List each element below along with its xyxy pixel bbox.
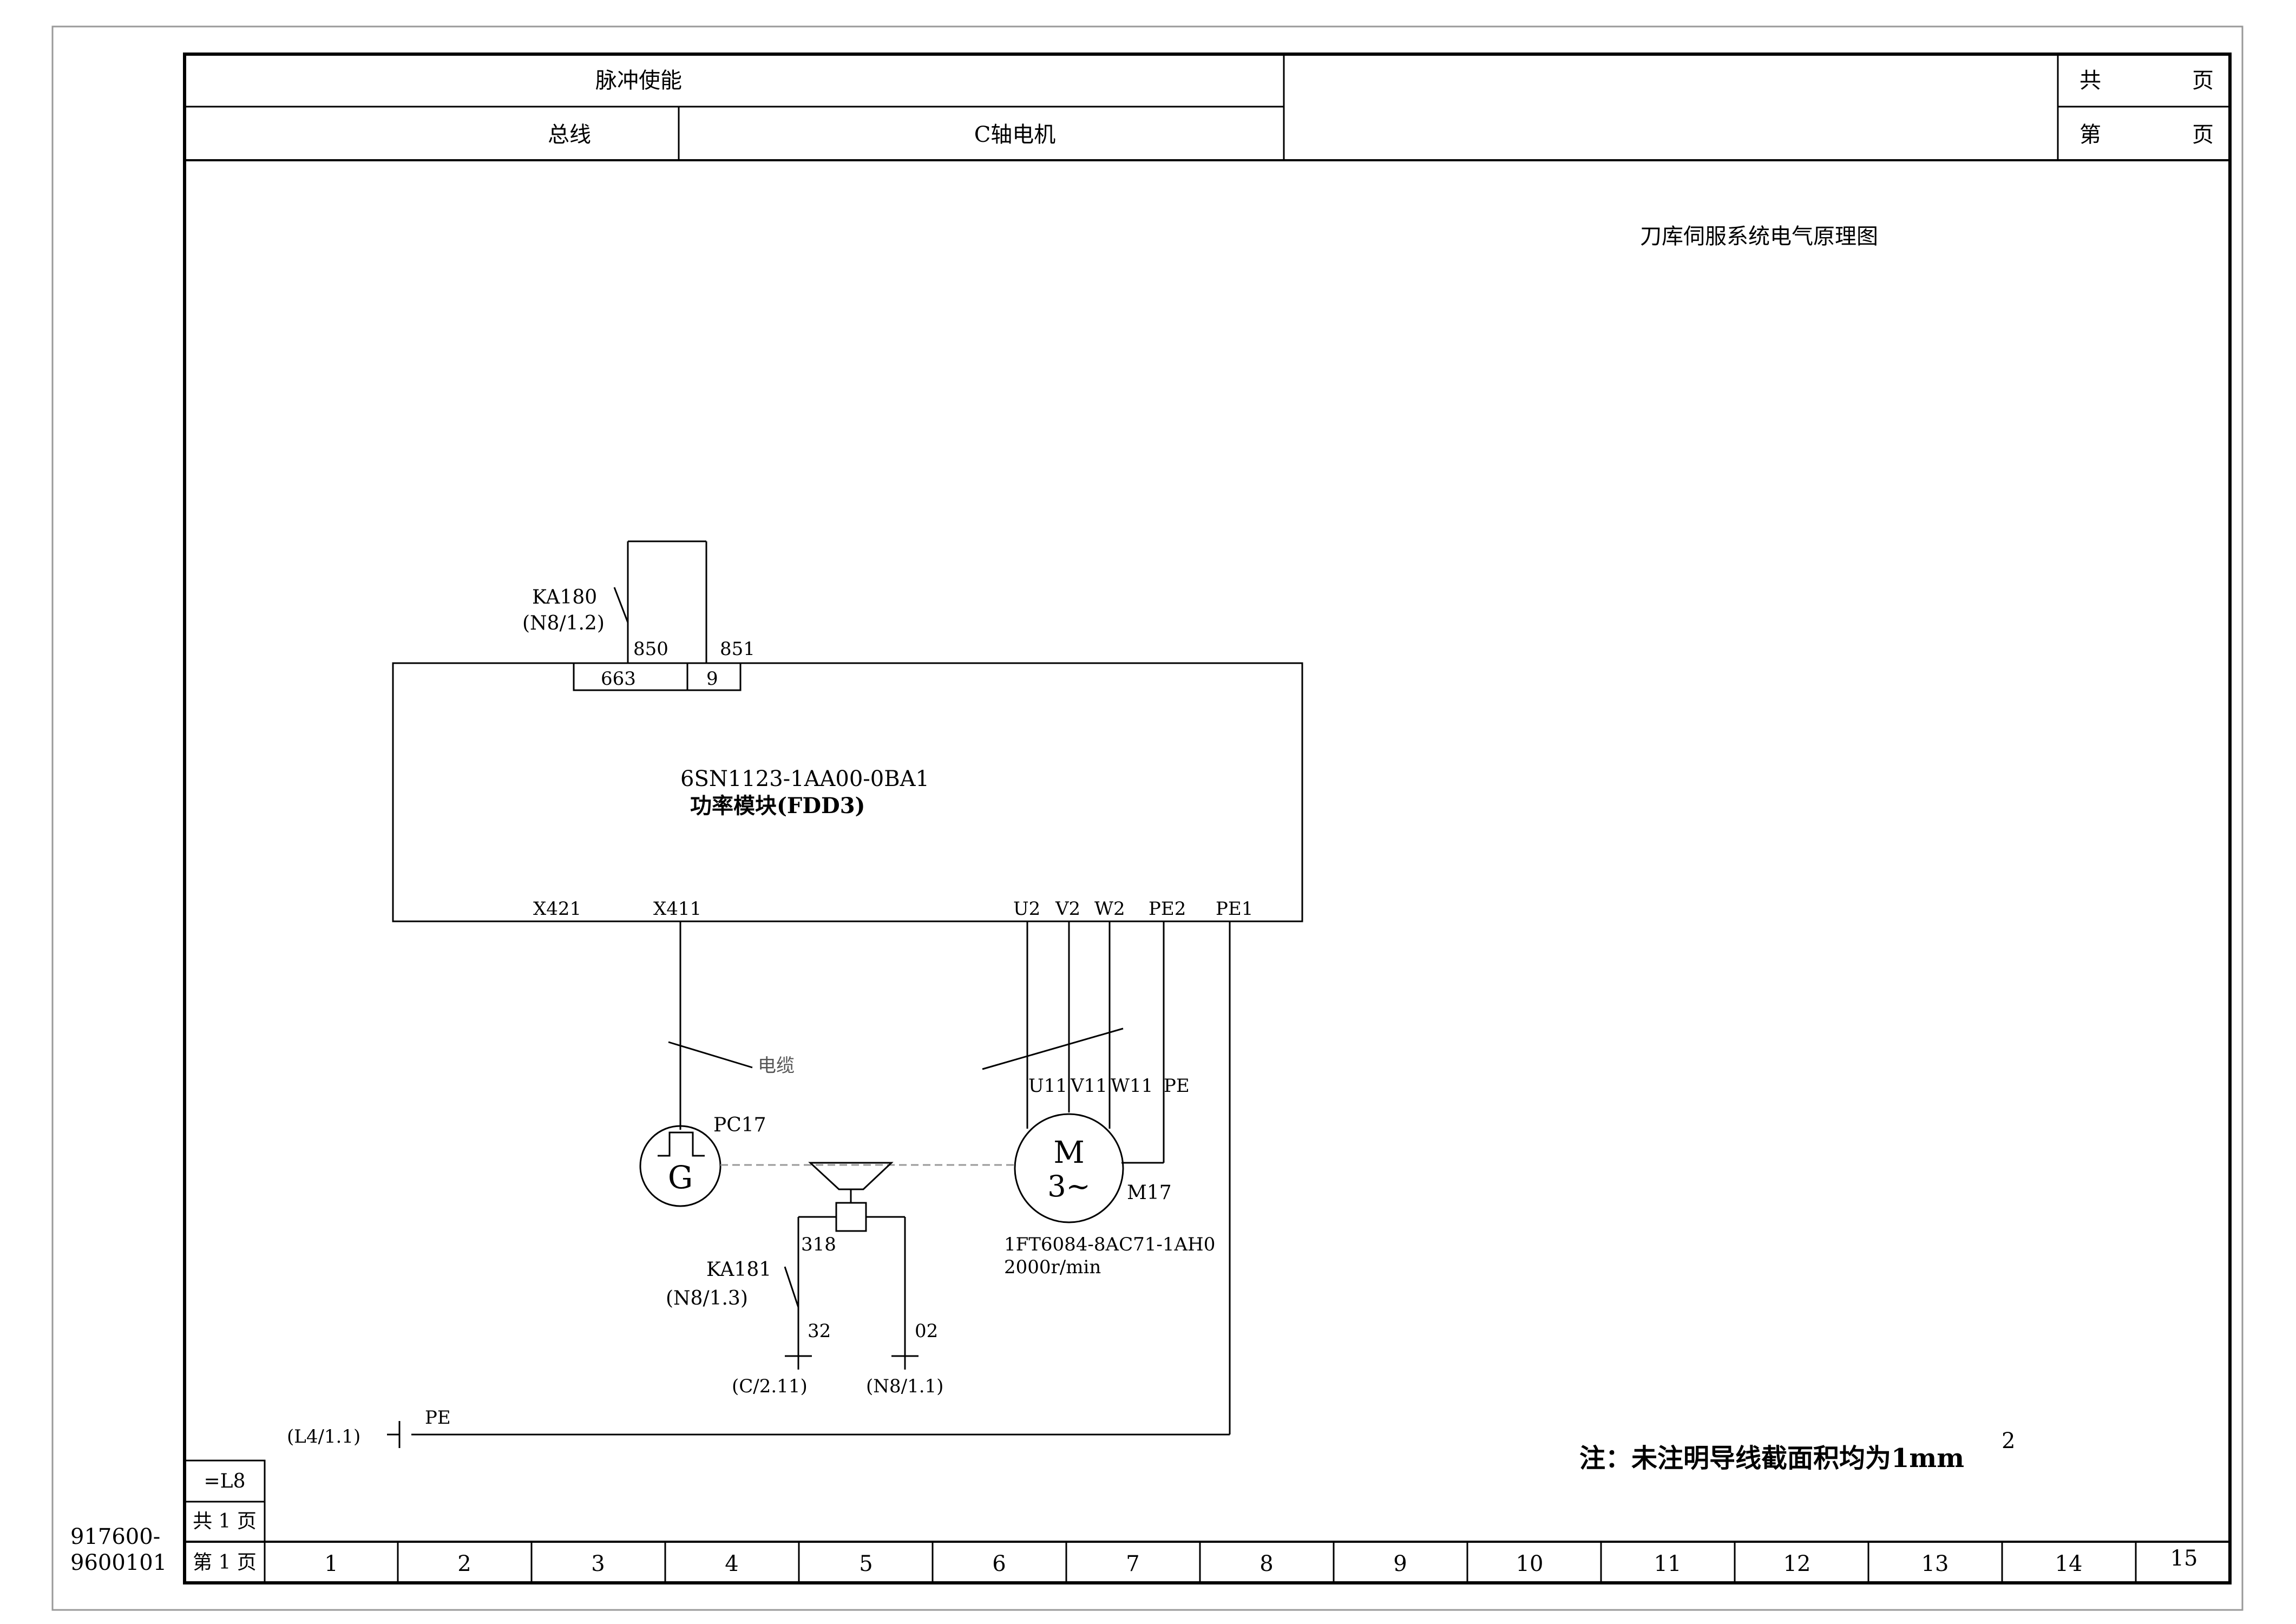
ka181-wiring	[784, 1260, 919, 1370]
column-number: 11	[1654, 1551, 1682, 1576]
ka180-contact-blade	[613, 587, 629, 623]
outer-frame	[51, 25, 2243, 1611]
drawing-title: 刀库伺服系统电气原理图	[1640, 224, 1878, 249]
column-number: 9	[1393, 1551, 1407, 1576]
drawing-number-line1: 917600-	[70, 1524, 160, 1549]
lead-pe: PE	[1164, 1075, 1190, 1097]
ka181-ref: (N8/1.3)	[666, 1287, 748, 1309]
cable-label: 电缆	[758, 1055, 795, 1077]
left-info-box	[183, 1459, 266, 1584]
column-number: 6	[992, 1551, 1006, 1576]
column-number: 4	[725, 1551, 738, 1576]
motor-symbol	[1014, 1113, 1124, 1223]
title-bus: 总线	[548, 122, 591, 147]
wire-851: 851	[720, 638, 755, 660]
motor-model: 1FT6084-8AC71-1AH0	[1004, 1234, 1215, 1255]
pe-terminal	[387, 1421, 401, 1448]
column-number: 3	[591, 1551, 605, 1576]
column-number: 2	[457, 1551, 471, 1576]
port-w2: W2	[1094, 898, 1125, 920]
port-x421: X421	[533, 898, 581, 920]
motor-name: M17	[1127, 1182, 1172, 1204]
encoder-name: PC17	[713, 1114, 766, 1136]
motor-speed: 2000r/min	[1004, 1256, 1101, 1278]
title-total-label: 共	[2079, 68, 2101, 93]
encoder-cable-slash	[668, 1041, 753, 1069]
port-x411: X411	[653, 898, 701, 920]
module-part-number: 6SN1123-1AA00-0BA1	[680, 767, 929, 791]
ka181-name: KA181	[706, 1259, 771, 1281]
lead-v11: V11	[1070, 1075, 1107, 1097]
ka181-contact-blade	[784, 1266, 799, 1308]
lead-w11: W11	[1111, 1075, 1153, 1097]
title-block	[185, 54, 2230, 161]
wire-850: 850	[633, 638, 668, 660]
wire-section-note: 注：未注明导线截面积均为1mm	[1579, 1443, 1964, 1474]
pe-label: PE	[425, 1407, 451, 1429]
drawing-number-line2: 9600101	[70, 1550, 167, 1575]
terminal-9: 9	[706, 668, 718, 690]
module-output-wiring	[411, 921, 1231, 1436]
power-module-box	[392, 662, 1303, 922]
pulse-icon	[658, 1131, 705, 1157]
ref-n8-1-1: (N8/1.1)	[866, 1376, 943, 1397]
terminal-663: 663	[601, 668, 636, 690]
column-number: 13	[1921, 1551, 1949, 1576]
motor-symbol-m: M	[1053, 1135, 1084, 1170]
motor-symbol-3phase: 3~	[1047, 1169, 1091, 1203]
ka180-ref: (N8/1.2)	[522, 612, 605, 634]
port-pe1: PE1	[1216, 898, 1253, 920]
sheet-page-number: 第 1 页	[193, 1551, 257, 1574]
wire-318: 318	[801, 1234, 836, 1255]
column-strip	[185, 1541, 2230, 1583]
column-numbers: 1 2 3 4 5 6 7 8 9 10 11 12 13 14 15	[324, 1546, 2197, 1576]
encoder-symbol	[639, 1125, 721, 1207]
sheet-total-pages: 共 1 页	[193, 1510, 257, 1533]
wire-section-note-superscript: 2	[2002, 1429, 2015, 1453]
title-c-axis-motor: C轴电机	[974, 122, 1056, 147]
main-border	[183, 53, 2232, 1584]
ka180-wiring	[613, 540, 707, 663]
wire-32: 32	[808, 1320, 831, 1342]
column-number: 12	[1783, 1551, 1811, 1576]
module-name: 功率模块(FDD3)	[690, 793, 865, 818]
ref-c-2-11: (C/2.11)	[732, 1376, 808, 1397]
port-pe2: PE2	[1149, 898, 1186, 920]
column-number: 1	[324, 1551, 338, 1576]
column-number: 5	[859, 1551, 873, 1576]
title-total-unit: 页	[2192, 68, 2214, 93]
motor-cable-slash	[982, 1027, 1124, 1070]
column-number: 15	[2170, 1546, 2198, 1571]
title-page-label: 第	[2079, 122, 2101, 147]
port-u2: U2	[1013, 898, 1040, 920]
title-page-unit: 页	[2192, 122, 2214, 147]
brake-symbol	[797, 1162, 906, 1356]
module-terminal-strip	[573, 662, 742, 691]
lead-u11: U11	[1028, 1075, 1067, 1097]
encoder-symbol-letter: G	[668, 1159, 693, 1196]
pe-ref: (L4/1.1)	[287, 1426, 360, 1448]
column-number: 8	[1259, 1551, 1273, 1576]
sheet-code: =L8	[204, 1470, 246, 1492]
title-pulse-enable: 脉冲使能	[595, 68, 682, 93]
column-number: 7	[1126, 1551, 1139, 1576]
column-number: 10	[1516, 1551, 1544, 1576]
port-v2: V2	[1055, 898, 1080, 920]
ka180-name: KA180	[532, 586, 597, 608]
column-number: 14	[2055, 1551, 2083, 1576]
wire-02: 02	[915, 1320, 938, 1342]
